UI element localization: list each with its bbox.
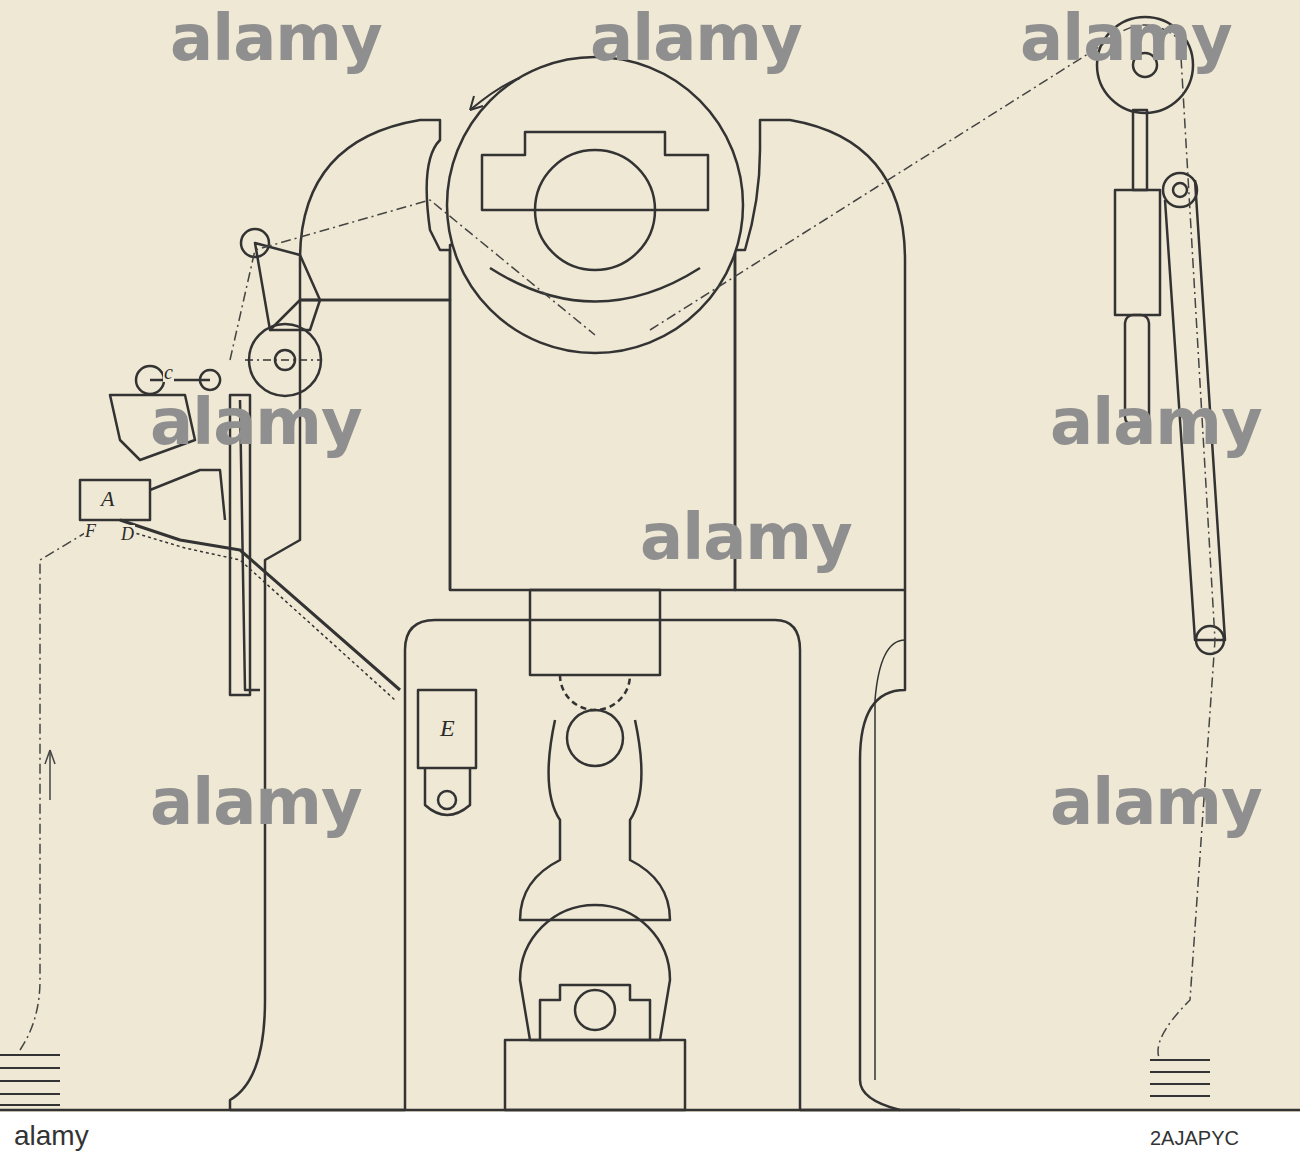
- watermark: alamy: [150, 770, 362, 834]
- image-id: 2AJAPYC: [1150, 1128, 1239, 1148]
- watermark: alamy: [1050, 390, 1262, 454]
- watermark: alamy: [590, 6, 802, 70]
- logo-text: alamy: [14, 1122, 89, 1150]
- watermark: alamy: [170, 6, 382, 70]
- part-letter: D: [120, 525, 135, 543]
- watermark: alamy: [1020, 6, 1232, 70]
- part-letter: c: [163, 362, 174, 382]
- part-letter: E: [439, 716, 456, 740]
- part-letter: A: [100, 488, 115, 510]
- watermark: alamy: [1050, 770, 1262, 834]
- part-letter: F: [84, 522, 97, 540]
- watermark: alamy: [640, 505, 852, 569]
- watermark: alamy: [150, 390, 362, 454]
